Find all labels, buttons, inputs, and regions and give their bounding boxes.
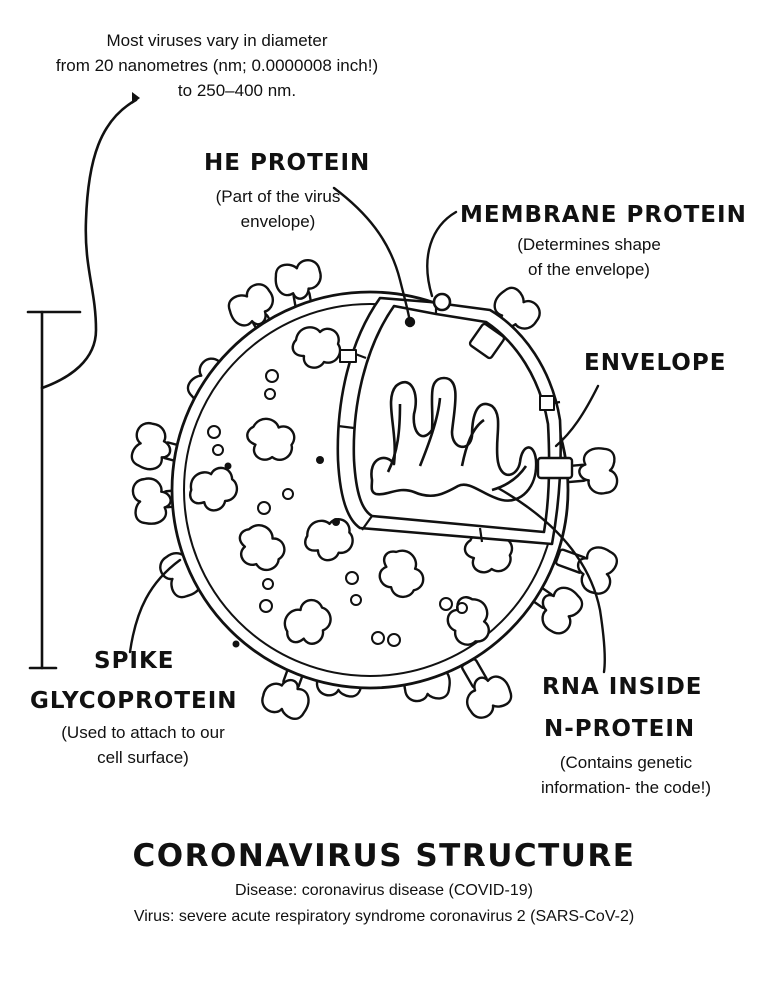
cutaway-section xyxy=(336,292,563,546)
spike-title-line1: SPIKE xyxy=(94,648,175,674)
rna-title-line2: N-PROTEIN xyxy=(544,716,696,742)
he-protein-desc-line2: envelope) xyxy=(240,212,316,231)
spike-desc-line2: cell surface) xyxy=(97,748,189,767)
spike-desc: (Used to attach to our cell surface) xyxy=(40,720,246,770)
rna-title-line1: RNA INSIDE xyxy=(542,674,703,700)
size-note: Most viruses vary in diameter from 20 na… xyxy=(20,28,414,103)
he-protein-desc: (Part of the virus envelope) xyxy=(196,184,360,234)
rna-desc: (Contains genetic information- the code!… xyxy=(520,750,732,800)
virus-line: Virus: severe acute respiratory syndrome… xyxy=(133,908,635,925)
leader-lines xyxy=(128,186,606,674)
envelope-title: ENVELOPE xyxy=(584,350,727,376)
size-bracket xyxy=(26,92,140,670)
he-protein-title: HE PROTEIN xyxy=(204,150,371,176)
spike-title-line2: GLYCOPROTEIN xyxy=(30,688,238,714)
membrane-protein-desc-line2: of the envelope) xyxy=(528,260,650,279)
size-note-line2: from 20 nanometres (nm; 0.0000008 inch!) xyxy=(55,56,379,75)
size-note-line3: to 250–400 nm. xyxy=(177,81,297,100)
spike-desc-line1: (Used to attach to our xyxy=(61,723,225,742)
diagram-title: CORONAVIRUS STRUCTURE xyxy=(132,838,636,874)
membrane-protein-desc-line1: (Determines shape xyxy=(517,235,661,254)
size-note-line1: Most viruses vary in diameter xyxy=(106,31,328,50)
rna-desc-line1: (Contains genetic xyxy=(559,753,693,772)
envelope-rim xyxy=(468,322,574,480)
he-protein-desc-line1: (Part of the virus xyxy=(215,187,341,206)
rna-desc-line2: information- the code!) xyxy=(540,778,712,797)
disease-line: Disease: coronavirus disease (COVID-19) xyxy=(235,882,533,899)
membrane-protein-title: MEMBRANE PROTEIN xyxy=(460,202,747,228)
membrane-protein-desc: (Determines shape of the envelope) xyxy=(494,232,684,282)
